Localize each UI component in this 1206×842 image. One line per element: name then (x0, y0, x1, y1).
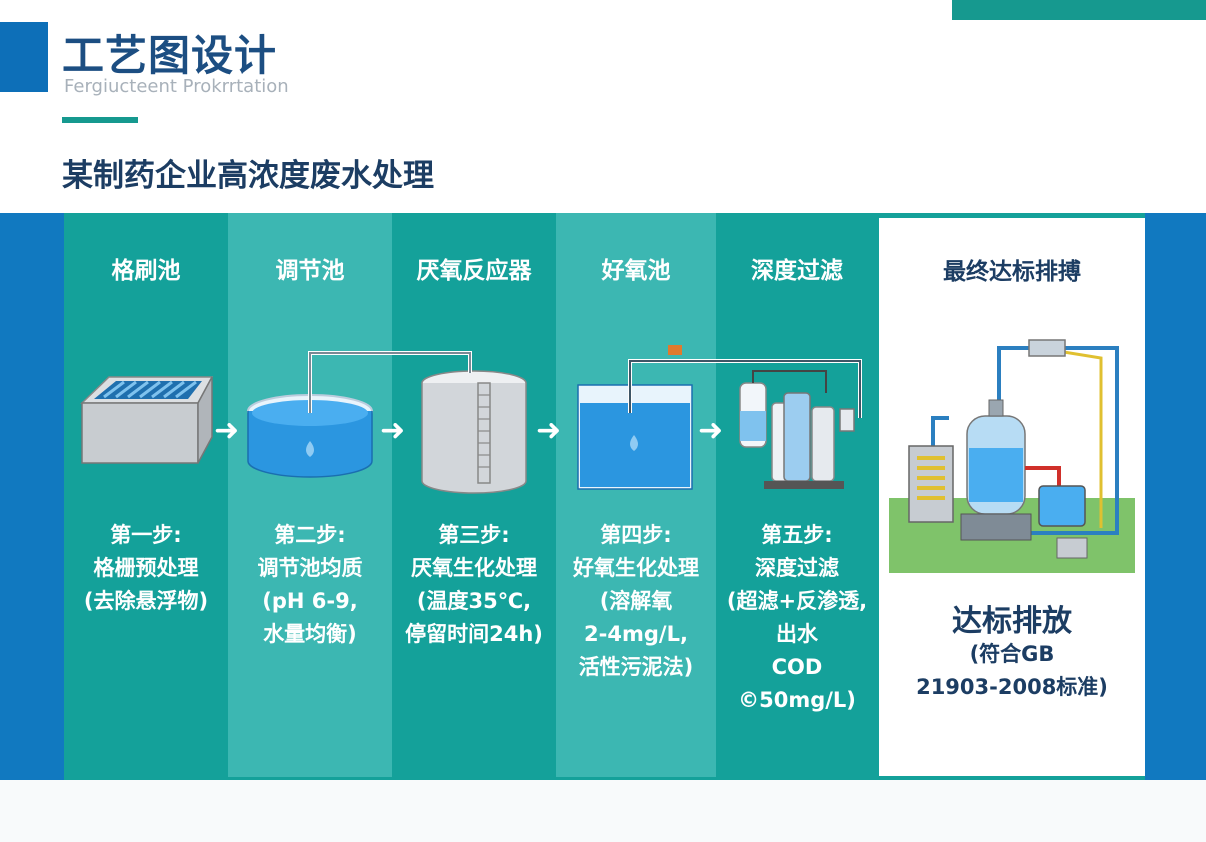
grating-tank-icon (80, 376, 214, 464)
final-note-line: (符合GB (969, 642, 1055, 666)
step-1-line: (去除悬浮物) (83, 589, 209, 613)
step-1-line: 第一步: (110, 523, 182, 547)
flow-arrow-icon: ➜ (698, 413, 724, 448)
step-1-line: 格栅预处理 (93, 556, 199, 580)
step-2-line: (pH 6-9, (262, 589, 358, 613)
page-subtitle: Fergiucteent Prokrrtation (64, 76, 289, 97)
step-3-description: 第三步: 厌氧生化处理 (温度35℃, 停留时间24h) (392, 519, 556, 651)
step-3-column: 厌氧反应器 第三步: 厌氧生化处理 (温度35℃, 停留时间24h) (392, 213, 556, 777)
step-4-line: 2-4mg/L, (584, 622, 688, 646)
final-note-line: 21903-2008标准) (916, 675, 1108, 699)
final-discharge-label: 达标排放 (952, 604, 1072, 639)
step-5-line: 第五步: (761, 523, 833, 547)
step-2-column: 调节池 第二步: 调节池均质 (pH 6-9, 水量均衡) (228, 213, 392, 777)
step-4-line: (溶解氧 (599, 589, 673, 613)
discharge-station-icon (889, 339, 1135, 573)
step-4-line: 活性污泥法) (578, 655, 694, 679)
step-3-title: 厌氧反应器 (416, 258, 532, 284)
flow-arrow-icon: ➜ (536, 413, 562, 448)
valve-icon (668, 345, 682, 355)
step-4-title: 好氧池 (601, 258, 671, 284)
final-standard-note: (符合GB 21903-2008标准) (879, 638, 1145, 704)
step-1-description: 第一步: 格栅预处理 (去除悬浮物) (64, 519, 228, 618)
step-5-column: 深度过滤 第五步: 深度过滤 (超滤+反渗透, 出水 COD ©50mg/L) (716, 213, 878, 777)
step-3-line: 第三步: (438, 523, 510, 547)
final-discharge-panel: 最终达标排搏 达标排放 (符合GB 21903-2008标准) (879, 218, 1145, 776)
connecting-pipes (308, 345, 862, 418)
step-1-column: 格刷池 第一步: 格栅预处理 (去除悬浮物) (64, 213, 228, 777)
step-1-title: 格刷池 (111, 258, 181, 284)
step-3-line: 停留时间24h) (405, 622, 543, 646)
step-4-column: 好氧池 第四步: 好氧生化处理 (溶解氧 2-4mg/L, 活性污泥法) (556, 213, 716, 777)
step-4-line: 好氧生化处理 (573, 556, 699, 580)
top-right-accent-bar (952, 0, 1206, 20)
flow-arrow-icon: ➜ (380, 413, 406, 448)
step-5-line: COD (771, 655, 823, 679)
page-title: 工艺图设计 (62, 31, 278, 80)
step-5-line: 深度过滤 (755, 556, 839, 580)
step-5-line: (超滤+反渗透, (726, 589, 868, 613)
step-2-line: 第二步: (274, 523, 346, 547)
anaerobic-reactor-icon (421, 370, 527, 494)
step-5-description: 第五步: 深度过滤 (超滤+反渗透, 出水 COD ©50mg/L) (716, 519, 878, 717)
aerobic-tank-icon (577, 384, 693, 490)
section-heading: 某制药企业高浓度废水处理 (62, 158, 434, 194)
step-3-line: 厌氧生化处理 (411, 556, 537, 580)
step-5-line: ©50mg/L) (738, 688, 856, 712)
deep-filtration-icon (739, 370, 855, 489)
title-underline (62, 117, 138, 123)
bottom-fade (0, 780, 1206, 842)
step-3-line: (温度35℃, (416, 589, 532, 613)
final-panel-title: 最终达标排搏 (943, 259, 1081, 285)
step-2-title: 调节池 (275, 258, 345, 284)
step-2-description: 第二步: 调节池均质 (pH 6-9, 水量均衡) (228, 519, 392, 651)
flow-arrow-icon: ➜ (214, 413, 240, 448)
step-2-line: 调节池均质 (257, 556, 363, 580)
step-4-line: 第四步: (600, 523, 672, 547)
step-5-line: 出水 (776, 622, 818, 646)
step-4-description: 第四步: 好氧生化处理 (溶解氧 2-4mg/L, 活性污泥法) (556, 519, 716, 684)
step-5-title: 深度过滤 (751, 258, 843, 284)
step-2-line: 水量均衡) (263, 622, 357, 646)
title-accent-bar (0, 22, 48, 92)
